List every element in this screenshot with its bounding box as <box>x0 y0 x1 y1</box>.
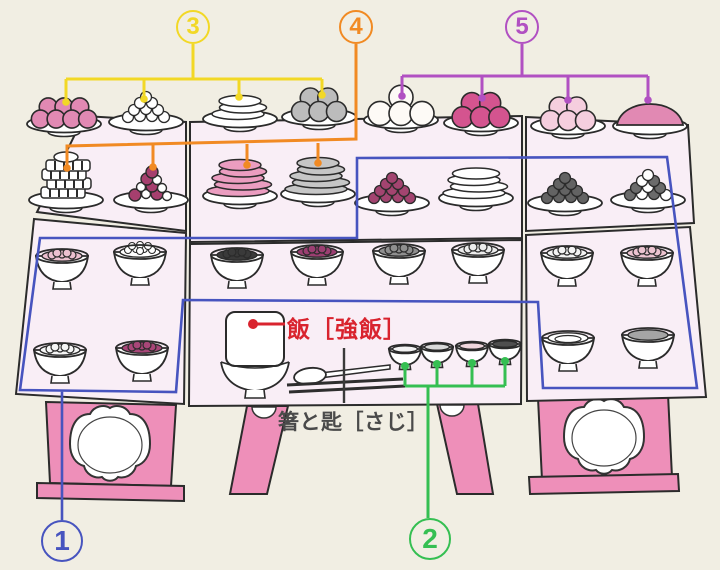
right-pedestal-foot <box>527 472 681 496</box>
dish-bowl-empty <box>540 330 596 372</box>
dish-bowl-magenta-strips <box>289 244 345 286</box>
dish-bowl-white-chunks-3 <box>32 342 88 384</box>
dish-white-slab-stack <box>438 167 514 212</box>
callout-5: 5 <box>505 10 539 44</box>
center-left-leg-arch <box>251 406 277 419</box>
callout-lines <box>18 44 699 520</box>
dish-white-mochi-pieces <box>108 90 184 136</box>
rice-label: 飯［強飯］ <box>287 316 407 342</box>
dish-light-pink-dango <box>530 96 606 140</box>
dish-bowl-gray-chunks <box>371 243 427 285</box>
rice-label-line <box>248 319 285 329</box>
dish-bowl-white-chunks-2 <box>539 245 595 287</box>
dish-pink-mound <box>612 103 688 140</box>
dish-white-rice-cake-stack <box>202 94 278 133</box>
dish-gray-dango <box>281 87 357 131</box>
dish-gray-slab-stack <box>280 156 356 208</box>
callout-3: 3 <box>176 10 210 44</box>
dish-mixed-chunks <box>610 168 686 214</box>
callout-3-lines <box>62 44 326 106</box>
dish-bowl-gray-liquid <box>620 327 676 369</box>
dish-magenta-bits <box>354 171 430 217</box>
dish-bowl-black-beans <box>209 247 265 289</box>
center-right-leg-arch <box>439 404 465 417</box>
dish-bowl-magenta-chunks <box>114 340 170 382</box>
dish-bowl-white-pearls <box>112 240 168 286</box>
callout-1: 1 <box>41 520 83 562</box>
callout-1-region-outline <box>18 155 699 520</box>
dish-bowl-pink-chunks <box>619 245 675 287</box>
dish-large-white-dango <box>363 84 439 134</box>
dish-bowl-pink-slices <box>34 248 90 290</box>
center-table-right-leg <box>435 403 495 495</box>
dish-small-bowl-1 <box>387 343 423 371</box>
left-pedestal-window-inner-line <box>77 416 143 474</box>
dish-shell-pile <box>113 165 189 214</box>
dish-pink-dango <box>26 97 102 138</box>
left-pedestal-foot <box>36 481 185 503</box>
dish-small-bowl-4 <box>487 338 523 366</box>
dish-pink-slab-stack <box>202 158 278 210</box>
callout-2: 2 <box>409 518 451 560</box>
callout-5-lines <box>398 44 652 104</box>
callout-4-lines <box>63 44 358 172</box>
dish-dark-bits <box>527 171 603 217</box>
left-pedestal-window <box>68 405 152 482</box>
callout-2-lines <box>401 357 509 518</box>
utensils-label: 箸と匙［さじ］ <box>278 411 429 434</box>
right-pedestal-window-inner-line <box>571 409 637 467</box>
dish-bowl-white-chunks-1 <box>450 242 506 284</box>
dish-dark-pink-dango <box>443 91 519 137</box>
dish-spoon <box>293 364 391 386</box>
dishes-layer <box>26 84 688 399</box>
callout-4: 4 <box>339 10 373 44</box>
dish-striped-rolls <box>28 151 104 214</box>
